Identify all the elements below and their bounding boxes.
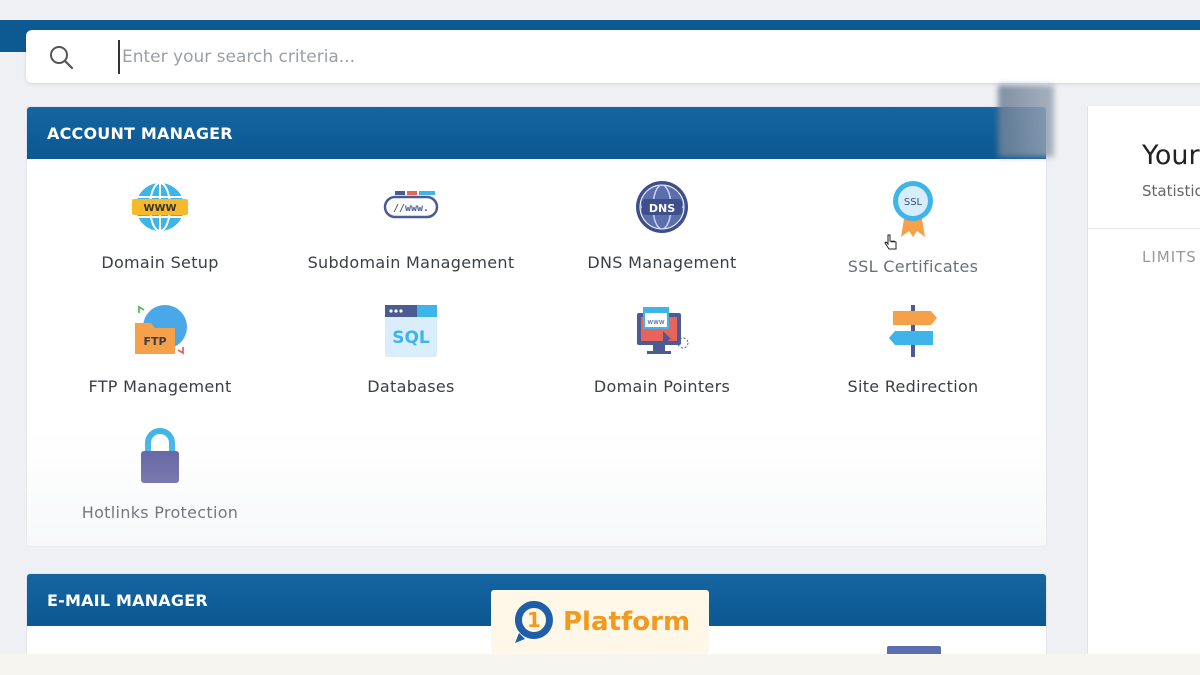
search-icon [50, 46, 74, 70]
domain-pointers-tile[interactable]: www Domain Pointers [537, 303, 787, 396]
account-manager-panel: ACCOUNT MANAGER WWW Domain Setup //www. … [26, 106, 1047, 547]
svg-text:DNS: DNS [649, 202, 675, 215]
ftp-management-label: FTP Management [88, 377, 232, 396]
site-redirection-label: Site Redirection [847, 377, 979, 396]
footer-band [0, 654, 1200, 675]
svg-text:SSL: SSL [904, 197, 923, 208]
subdomain-www-icon: //www. [383, 191, 439, 219]
databases-label: Databases [367, 377, 455, 396]
account-manager-header[interactable]: ACCOUNT MANAGER [27, 107, 1046, 159]
ftp-folder-icon: FTP [135, 305, 187, 355]
ssl-certificates-label: SSL Certificates [847, 257, 979, 276]
statistics-panel: Your Statistic LIMITS [1087, 106, 1200, 675]
platform-logo: 1 Platform [491, 590, 709, 654]
search-bar[interactable] [26, 30, 1200, 83]
search-input[interactable] [118, 40, 1118, 74]
statistics-heading: Your [1142, 140, 1200, 171]
globe-www-icon: WWW [132, 182, 188, 232]
hand-cursor-icon [884, 234, 897, 250]
padlock-icon [141, 428, 179, 483]
site-redirection-tile[interactable]: Site Redirection [788, 303, 1038, 396]
domain-setup-tile[interactable]: WWW Domain Setup [35, 179, 285, 272]
ftp-management-tile[interactable]: FTP FTP Management [35, 303, 285, 396]
svg-text:WWW: WWW [143, 203, 176, 214]
subdomain-management-tile[interactable]: //www. Subdomain Management [286, 179, 536, 272]
statistics-divider [1088, 228, 1200, 229]
dns-management-tile[interactable]: DNS DNS Management [537, 179, 787, 272]
svg-text:1: 1 [527, 608, 541, 632]
logo-wordmark: Platform [563, 607, 691, 637]
svg-text:FTP: FTP [143, 335, 166, 348]
domain-setup-label: Domain Setup [101, 253, 219, 272]
databases-tile[interactable]: SQL Databases [286, 303, 536, 396]
monitor-www-icon: www [637, 307, 689, 354]
dns-globe-icon: DNS [636, 181, 688, 233]
svg-text://www.: //www. [393, 203, 429, 214]
domain-pointers-label: Domain Pointers [593, 377, 731, 396]
hotlinks-protection-tile[interactable]: Hotlinks Protection [35, 427, 285, 522]
logo-mark-icon: 1 [514, 601, 553, 643]
ssl-certificates-tile[interactable]: SSL SSL Certificates [788, 179, 1038, 276]
sql-window-icon: SQL [385, 305, 437, 357]
ssl-badge-icon: SSL [893, 181, 933, 237]
subdomain-management-label: Subdomain Management [307, 253, 515, 272]
blurred-overlay [998, 85, 1054, 157]
hotlinks-protection-label: Hotlinks Protection [81, 503, 239, 522]
limits-label: LIMITS [1142, 248, 1197, 266]
svg-text:SQL: SQL [392, 328, 430, 348]
signpost-icon [889, 305, 937, 357]
svg-text:www: www [647, 318, 664, 326]
dns-management-label: DNS Management [587, 253, 737, 272]
statistics-subheading: Statistic [1142, 182, 1200, 200]
